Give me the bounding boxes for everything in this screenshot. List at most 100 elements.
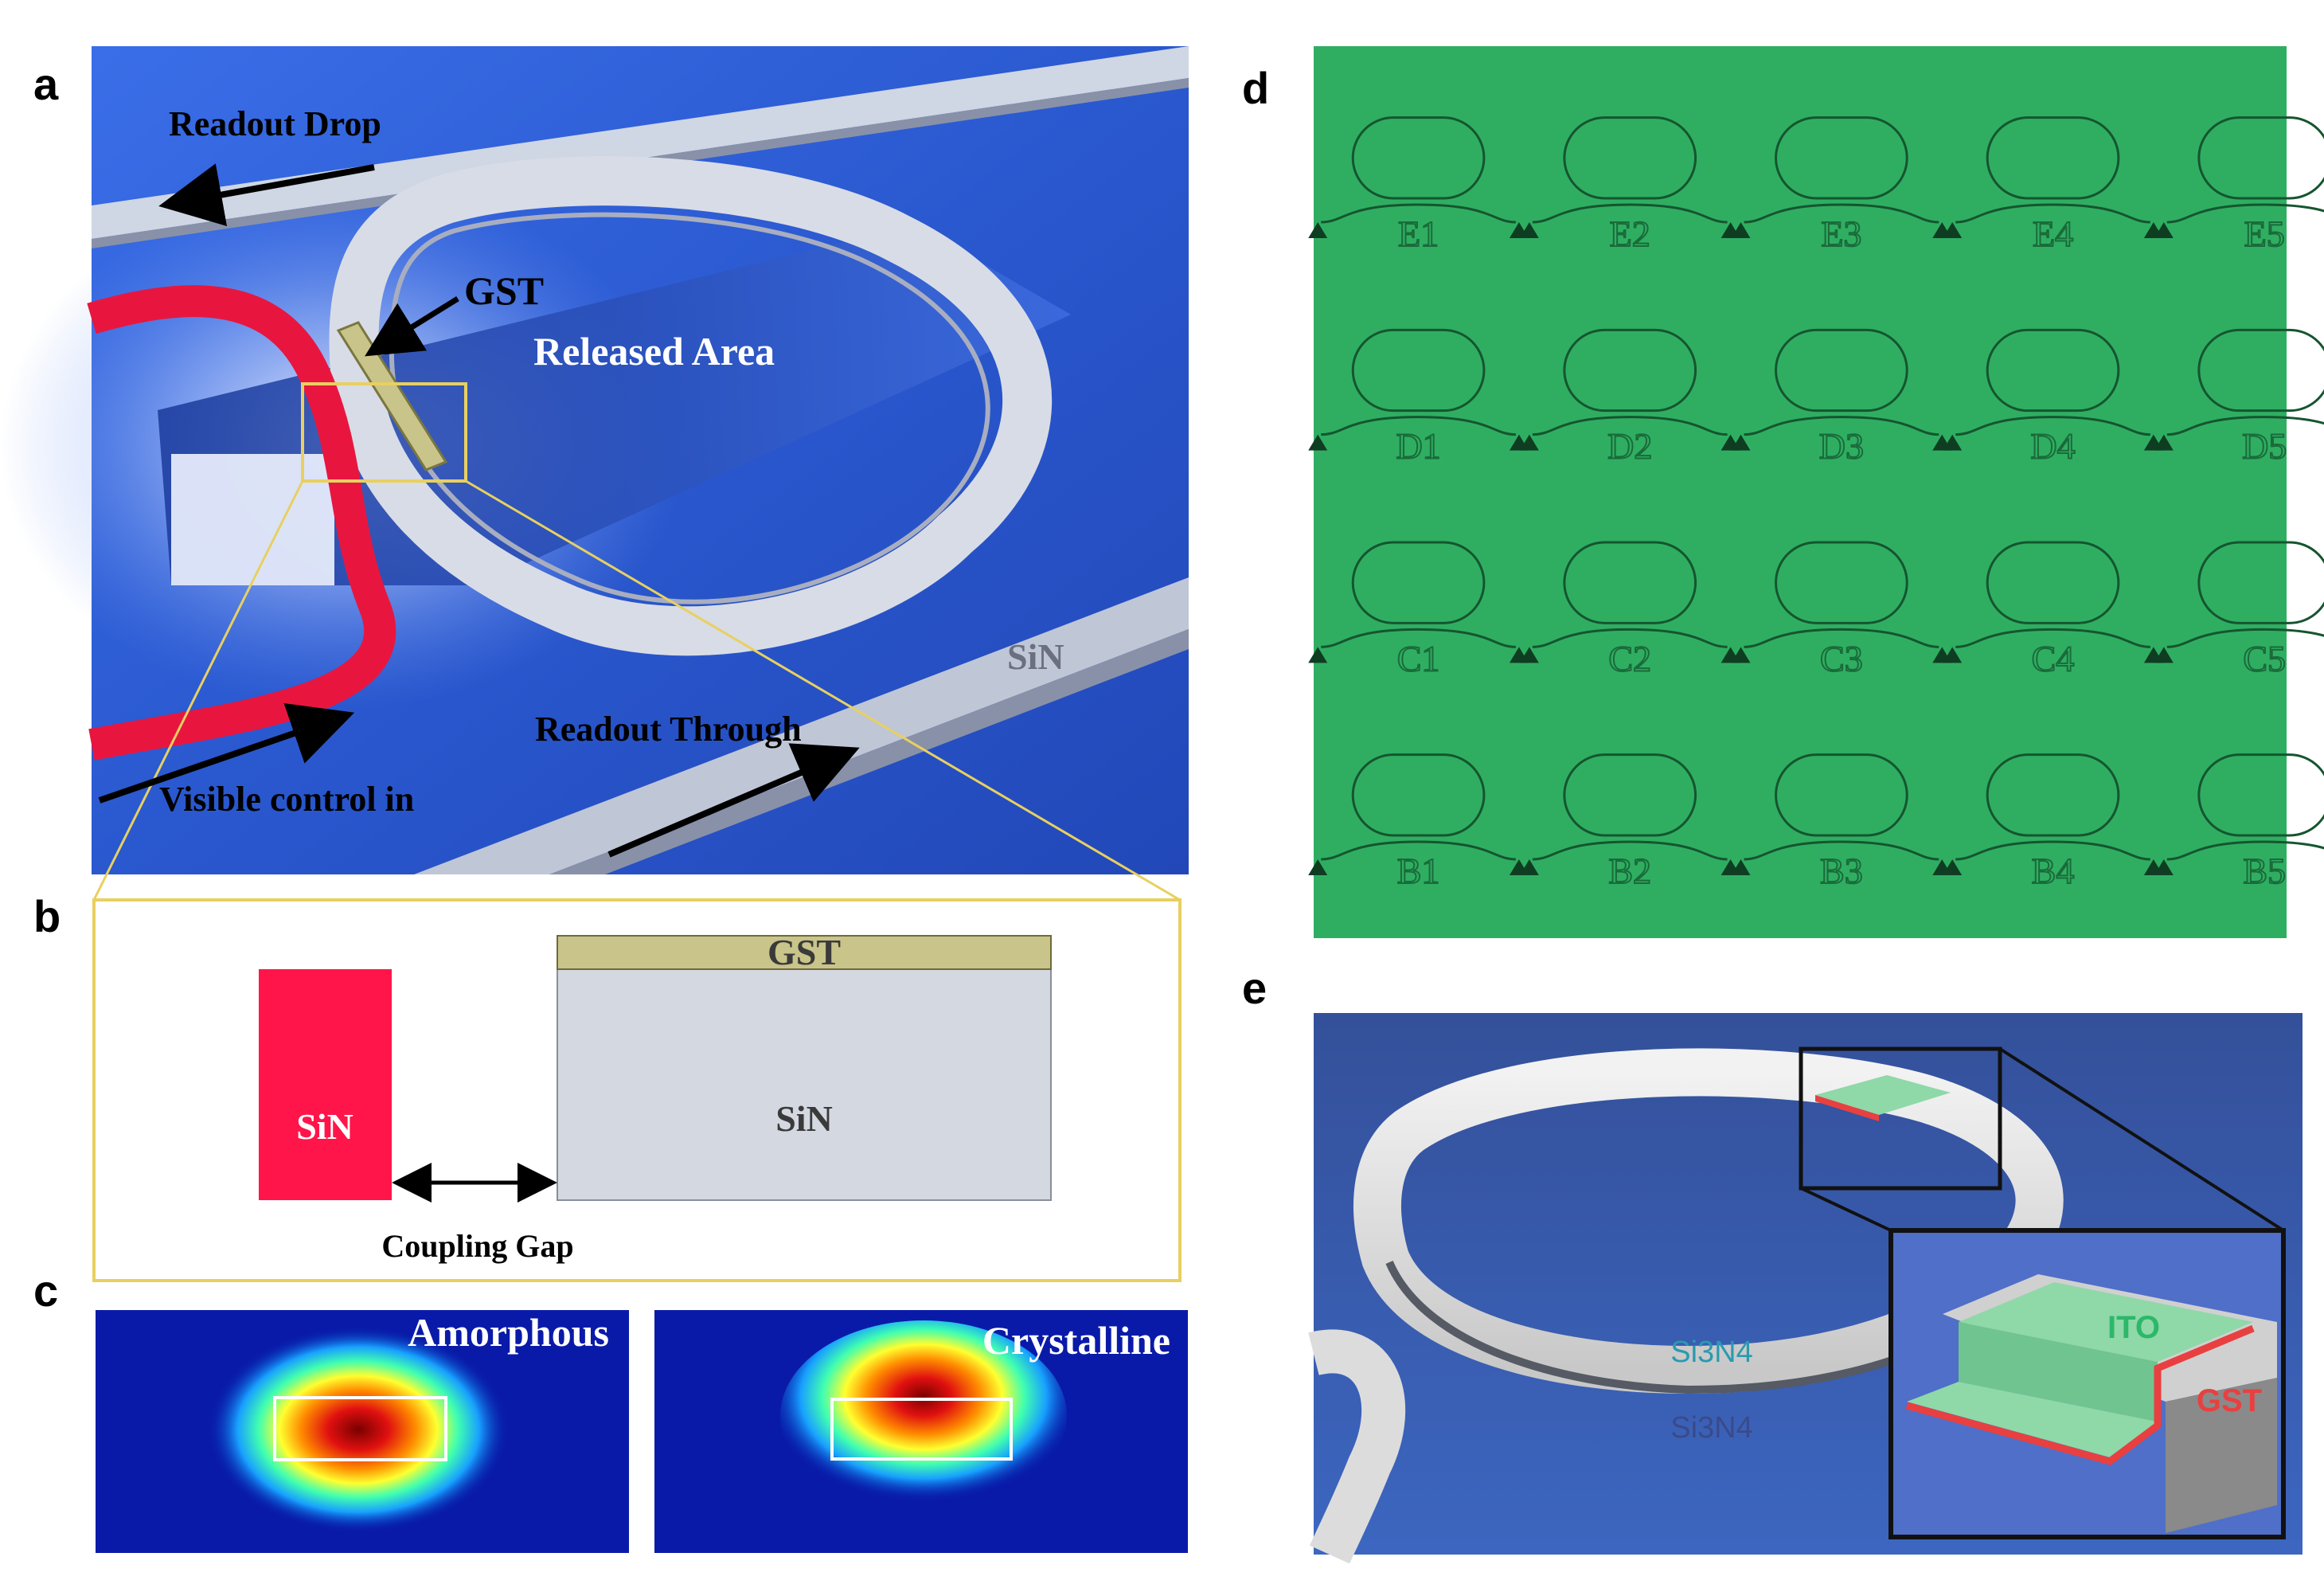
grating-coupler-e2-0	[1519, 222, 1539, 238]
grating-coupler-d1-0	[1308, 434, 1328, 451]
label-released-area: Released Area	[533, 329, 775, 374]
grating-coupler-c1-0	[1308, 647, 1328, 663]
micrograph-bus-e4	[1955, 203, 2150, 224]
micrograph-ring-b4	[1986, 753, 2120, 837]
micrograph-bus-e5	[2166, 203, 2324, 224]
device-label-e5: E5	[2244, 213, 2285, 254]
zoom-line-e-right	[1998, 1047, 2285, 1232]
micrograph-bus-e1	[1321, 203, 1516, 224]
device-label-e4: E4	[2033, 213, 2073, 254]
grating-coupler-b5-0	[2154, 859, 2174, 875]
device-label-d3: D3	[1819, 426, 1864, 467]
zoom-line-e-left	[1800, 1187, 1892, 1232]
mode-amorphous-field	[207, 1326, 510, 1533]
micrograph-ring-c1	[1351, 541, 1486, 624]
label-sin-right: SiN	[775, 1098, 833, 1139]
micrograph-bus-e3	[1744, 203, 1939, 224]
panel-letter-d: d	[1242, 63, 1269, 113]
micrograph-ring-e4	[1986, 116, 2120, 200]
micrograph-bus-b1	[1321, 840, 1516, 861]
grating-coupler-c2-0	[1519, 647, 1539, 663]
grating-coupler-e1-0	[1308, 222, 1328, 238]
panel-letter-a: a	[33, 59, 59, 109]
micrograph-background	[1314, 46, 2287, 938]
gst-arrow	[365, 296, 459, 357]
micrograph-ring-d3	[1775, 328, 1908, 413]
secondary-ring	[1308, 1329, 1406, 1564]
micrograph-bus-c4	[1955, 628, 2150, 648]
grating-coupler-e4-0	[1943, 222, 1963, 238]
panel-c: c Amorphous Crystalline	[33, 1265, 1188, 1553]
panel-letter-c: c	[33, 1265, 58, 1316]
micrograph-bus-b3	[1744, 840, 1939, 861]
micrograph-bus-d5	[2166, 416, 2324, 436]
grating-coupler-d3-0	[1731, 434, 1751, 451]
device-label-c5: C5	[2243, 638, 2286, 679]
sin-waveguide-left	[259, 969, 392, 1200]
label-readout-drop: Readout Drop	[169, 104, 381, 143]
micrograph-ring-c4	[1986, 541, 2120, 624]
gst-patch	[336, 321, 448, 471]
visible-control-arrow	[98, 703, 355, 804]
grating-coupler-d5-0	[2154, 434, 2174, 451]
device-label-b5: B5	[2243, 851, 2286, 891]
micrograph-ring-e5	[2197, 116, 2324, 200]
grating-coupler-c5-0	[2154, 647, 2174, 663]
micrograph-ring-b5	[2197, 753, 2324, 837]
readout-drop-arrow	[158, 163, 375, 227]
zoom-box	[301, 382, 467, 483]
panel-a: a Readout Drop GST Released Area Si	[0, 46, 1189, 902]
grating-coupler-c3-0	[1731, 647, 1751, 663]
grating-coupler-e5-0	[2154, 222, 2174, 238]
micrograph-ring-c2	[1563, 541, 1697, 624]
zoom-line-right	[465, 479, 1181, 902]
grating-coupler-b3-0	[1731, 859, 1751, 875]
device-label-c2: C2	[1608, 638, 1651, 679]
label-sin-a: SiN	[1007, 636, 1064, 677]
readout-drop-waveguide	[92, 46, 1189, 239]
micrograph-ring-d5	[2197, 328, 2324, 413]
micrograph-ring-b3	[1775, 753, 1908, 837]
device-label-b1: B1	[1397, 851, 1440, 891]
label-sin-left: SiN	[296, 1106, 353, 1147]
label-gst-b: GST	[768, 932, 841, 972]
micrograph-ring-e2	[1563, 116, 1697, 200]
inset-gst-edge	[1905, 1324, 2255, 1465]
micrograph-ring-e3	[1775, 116, 1908, 200]
device-label-c1: C1	[1397, 638, 1440, 679]
inset-waveguide-side	[2166, 1378, 2277, 1533]
grating-coupler-b1-0	[1308, 859, 1328, 875]
inset-ito-lower	[1907, 1382, 2158, 1457]
device-label-d5: D5	[2242, 426, 2287, 467]
zoom-box-e	[1799, 1046, 2002, 1191]
visible-control-waveguide	[87, 285, 396, 761]
readout-through-arrow	[607, 743, 860, 858]
label-gst-a: GST	[464, 268, 544, 313]
device-label-d4: D4	[2030, 426, 2075, 467]
micrograph-bus-d4	[1955, 416, 2150, 436]
micrograph-bus-c3	[1744, 628, 1939, 648]
ito-patch-small	[1815, 1075, 1951, 1115]
device-label-b4: B4	[2032, 851, 2075, 891]
released-area-bright-wall	[171, 454, 334, 585]
zoom-line-left	[92, 480, 304, 901]
micrograph-bus-b2	[1532, 840, 1728, 861]
label-coupling-gap: Coupling Gap	[381, 1228, 573, 1264]
micrograph-ring-b1	[1351, 753, 1486, 837]
device-label-d1: D1	[1396, 426, 1440, 467]
micrograph-bus-c2	[1532, 628, 1728, 648]
micrograph-ring-c5	[2197, 541, 2324, 624]
mode-crystalline-field	[780, 1320, 1067, 1512]
sin-waveguide-right	[557, 968, 1052, 1201]
label-crystalline: Crystalline	[982, 1318, 1170, 1363]
gst-patch-small	[1815, 1095, 1879, 1121]
ring-resonator	[329, 156, 1053, 656]
label-ito: ITO	[2107, 1310, 2160, 1345]
micrograph-bus-b4	[1955, 840, 2150, 861]
panel-letter-b: b	[33, 891, 61, 941]
label-si3n4-substrate: Si3N4	[1670, 1411, 1753, 1445]
label-si3n4-ring: Si3N4	[1670, 1336, 1753, 1369]
label-amorphous: Amorphous	[408, 1310, 609, 1355]
grating-coupler-d4-0	[1943, 434, 1963, 451]
device-label-b3: B3	[1820, 851, 1863, 891]
